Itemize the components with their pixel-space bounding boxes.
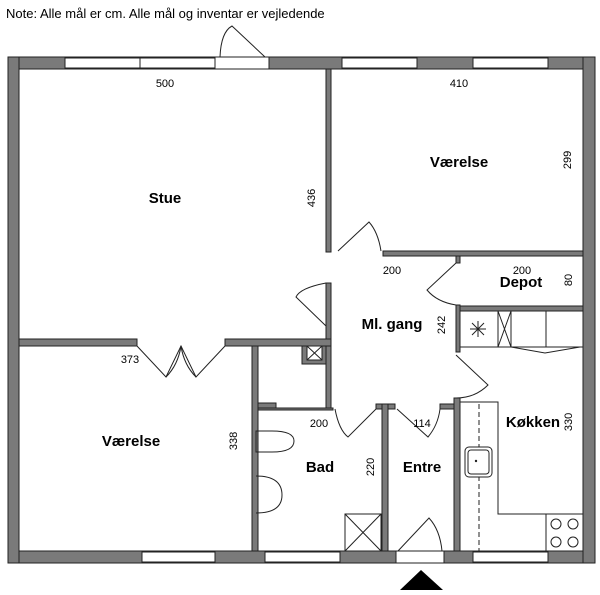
room-label-bad: Bad — [306, 459, 334, 476]
plan-note: Note: Alle mål er cm. Alle mål og invent… — [6, 6, 325, 21]
kitchen-fixtures — [459, 310, 584, 551]
bad-width: 200 — [310, 418, 328, 430]
interior-doors — [136, 221, 489, 438]
balcony-door — [214, 25, 270, 70]
bad-depth: 220 — [365, 458, 377, 476]
washbasin-icon — [255, 475, 283, 514]
vaerelse2-depth: 338 — [228, 432, 240, 450]
entre-width: 114 — [413, 418, 431, 430]
shaft — [306, 345, 323, 361]
room-label-vaerelse-1: Værelse — [430, 154, 488, 171]
vaerelse2-width: 373 — [121, 354, 139, 366]
entrance-door — [395, 517, 445, 564]
entrance-arrow-icon — [400, 570, 443, 590]
windows — [64, 57, 549, 563]
ml-gang-depth: 242 — [436, 316, 448, 334]
room-label-depot: Depot — [500, 274, 543, 291]
toilet-icon — [255, 430, 295, 453]
fan-icon — [470, 321, 486, 337]
stue-width: 500 — [156, 78, 174, 90]
shower-icon — [344, 513, 382, 552]
room-label-koekken: Køkken — [506, 414, 560, 431]
vaerelse1-width: 410 — [450, 78, 468, 90]
bathroom-fixtures — [255, 430, 382, 552]
stue-depth: 436 — [306, 189, 318, 207]
room-label-entre: Entre — [403, 459, 441, 476]
koekken-depth: 330 — [563, 413, 575, 431]
depot-depth: 80 — [563, 274, 575, 286]
room-label-vaerelse-2: Værelse — [102, 433, 160, 450]
room-label-ml-gang: Ml. gang — [362, 316, 423, 333]
depot-width: 200 — [513, 265, 531, 277]
ml-gang-width: 200 — [383, 265, 401, 277]
interior-walls — [18, 68, 584, 552]
stove-icon — [545, 514, 579, 551]
vaerelse1-depth: 299 — [562, 151, 574, 169]
room-label-stue: Stue — [149, 190, 182, 207]
